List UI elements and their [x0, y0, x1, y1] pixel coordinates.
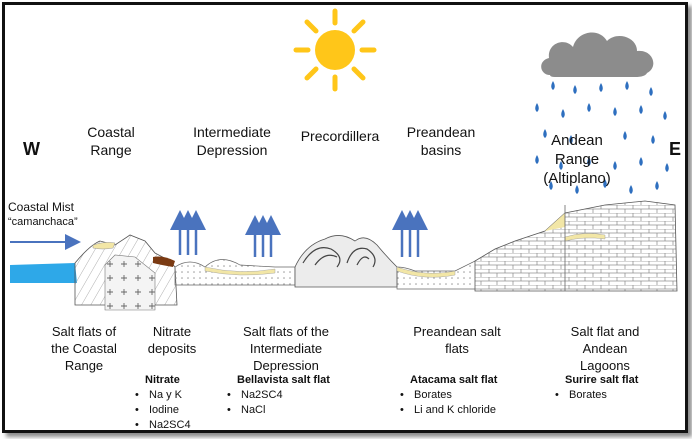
label-intermediate-salt-flats: Salt flats of the Intermediate Depressio…	[243, 324, 329, 373]
rain-drop	[639, 105, 643, 114]
rain-drop	[603, 179, 607, 188]
cross-section-illustration	[10, 8, 678, 311]
nitrate-list: Na y K Iodine Na2SC4	[135, 388, 191, 433]
label-coastal-range: Coastal Range	[87, 124, 135, 158]
rain-drop	[551, 81, 555, 90]
rain-drop	[543, 129, 547, 138]
surire-list: Borates	[555, 388, 607, 403]
atacama-item: Borates	[400, 388, 496, 403]
rain-drop	[559, 161, 563, 170]
rain-drop	[549, 181, 553, 190]
rain-drop	[561, 109, 565, 118]
atacama-item: Li and K chloride	[400, 403, 496, 418]
label-intermediate-depression: Intermediate Depression	[193, 124, 271, 158]
label-preandean-basins: Preandean basins	[406, 124, 476, 158]
atacama-list: Borates Li and K chloride	[400, 388, 496, 418]
mist-line-2: “camanchaca”	[8, 216, 78, 228]
terrain-cross-section	[10, 200, 678, 311]
rain-drop	[651, 135, 655, 144]
surire-item: Borates	[555, 388, 607, 403]
rain-drop	[569, 135, 573, 144]
rain-drop	[665, 163, 669, 172]
diagram-frame: W E Coastal Range Intermediate Depressio…	[2, 2, 688, 433]
label-nitrate-deposits: Nitrate deposits	[147, 324, 197, 356]
rain-drop	[663, 111, 667, 120]
mist-label: Coastal Mist “camanchaca”	[8, 200, 78, 230]
label-preandean-salt-flats: Preandean salt flats	[413, 324, 501, 356]
rain-drop	[535, 155, 539, 164]
rain-drop	[639, 157, 643, 166]
rain-drop	[613, 107, 617, 116]
label-andean-salt-flat: Salt flat and Andean Lagoons	[570, 324, 640, 373]
sea	[10, 263, 77, 283]
direction-west: W	[23, 139, 40, 159]
label-coastal-salt-flats: Salt flats of the Coastal Range	[51, 324, 117, 373]
rain-drop	[573, 85, 577, 94]
surire-title: Surire salt flat	[565, 374, 639, 386]
rain-drop	[599, 83, 603, 92]
bellavista-title: Bellavista salt flat	[237, 374, 330, 386]
cloud-icon	[541, 32, 654, 77]
label-precordillera: Precordillera	[300, 128, 380, 144]
rain-drop	[613, 161, 617, 170]
bellavista-list: Na2SC4 NaCl	[227, 388, 283, 418]
rain-drop	[587, 157, 591, 166]
nitrate-item: Na y K	[135, 388, 191, 403]
rain-drop	[535, 103, 539, 112]
nitrate-title: Nitrate	[145, 374, 180, 386]
evaporation-arrows	[170, 210, 428, 257]
rain-drop	[655, 181, 659, 190]
rain-drop	[625, 81, 629, 90]
direction-east: E	[669, 139, 682, 159]
rain-drop	[629, 185, 633, 194]
mist-line-1: Coastal Mist	[8, 200, 75, 214]
rain-drop	[623, 131, 627, 140]
bellavista-item: NaCl	[227, 403, 283, 418]
rain-drop	[587, 103, 591, 112]
nitrate-item: Iodine	[135, 403, 191, 418]
nitrate-item: Na2SC4	[135, 418, 191, 433]
atacama-title: Atacama salt flat	[410, 374, 498, 386]
label-andean-range: Andean Range (Altiplano)	[543, 132, 611, 187]
rain-drop	[575, 185, 579, 194]
sun-icon	[293, 8, 377, 92]
bellavista-item: Na2SC4	[227, 388, 283, 403]
rain-drop	[649, 87, 653, 96]
rain-drops	[535, 81, 669, 194]
